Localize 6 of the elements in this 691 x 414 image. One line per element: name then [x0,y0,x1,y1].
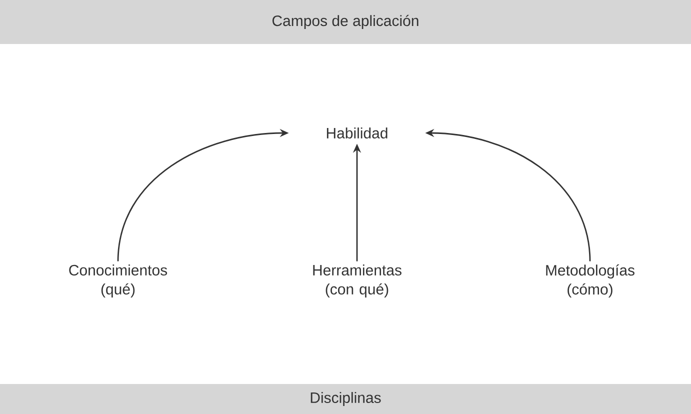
concept-label: Herramientas (con qué) [313,264,402,298]
heading-band: Disciplinas [0,384,691,414]
concept-label: Habilidad [326,127,388,138]
concept-label: Metodologías (cómo) [546,264,634,298]
concept-label: Conocimientos (qué) [69,264,168,298]
heading-band: Campos de aplicación [0,0,691,44]
